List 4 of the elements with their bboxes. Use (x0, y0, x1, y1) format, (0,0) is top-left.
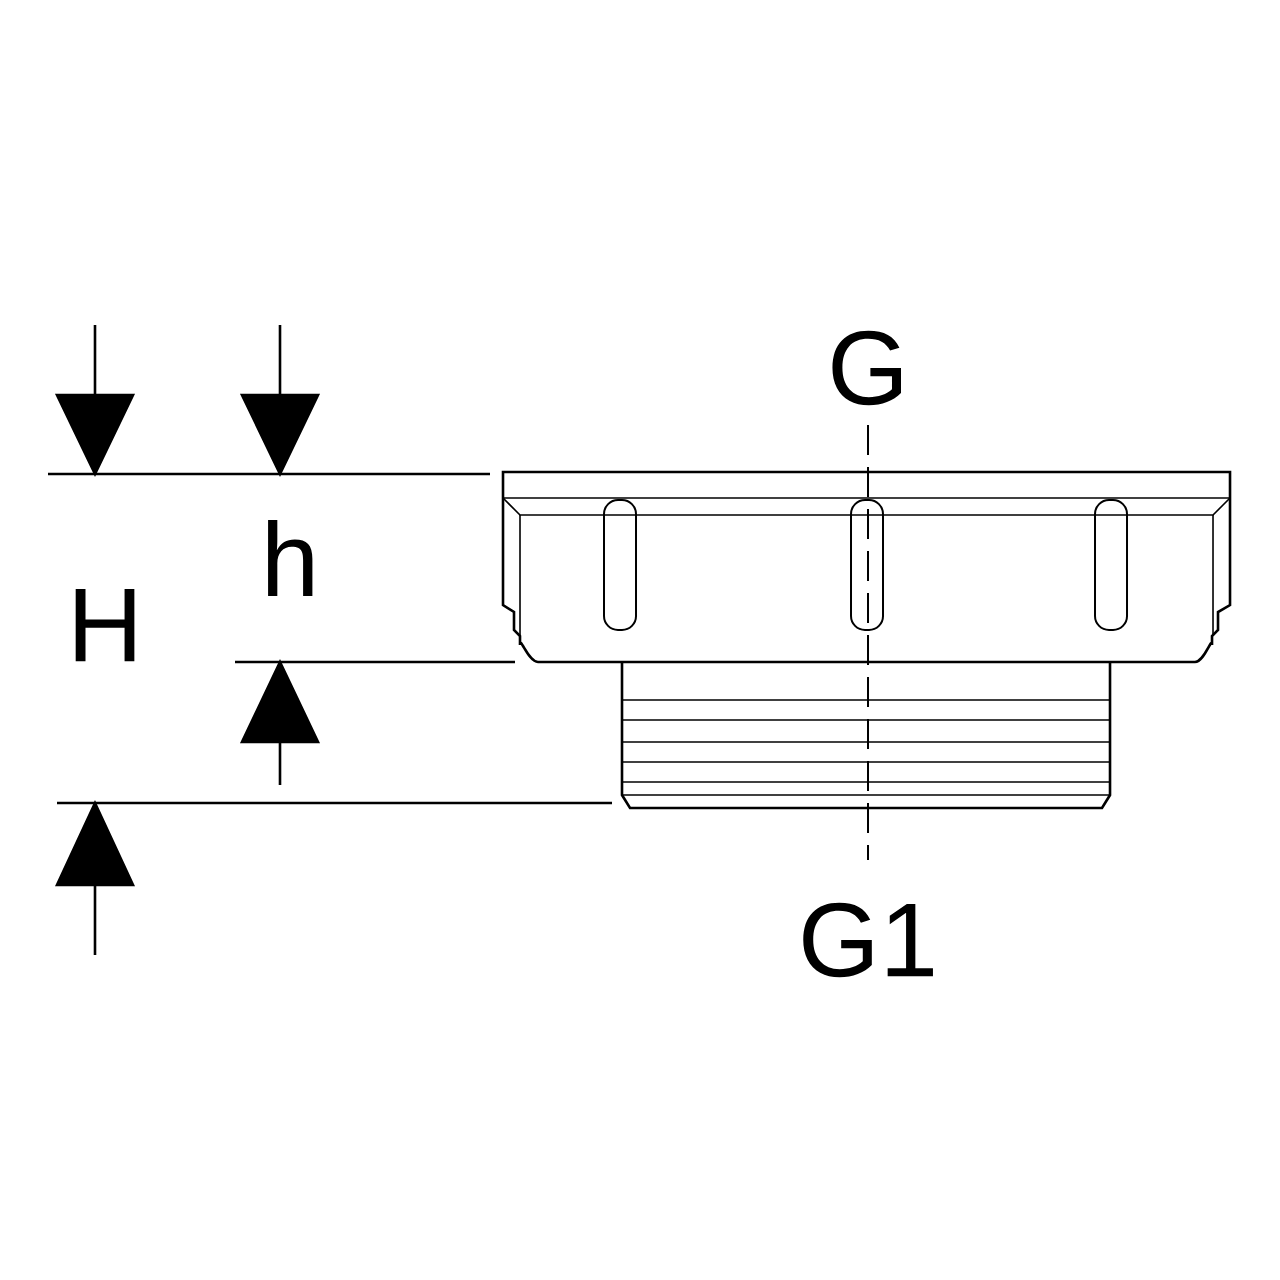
dimension-label: G1 (803, 902, 933, 978)
dimension-label: G (832, 330, 901, 406)
dimension-label: H (75, 588, 135, 662)
dimension-label: h (268, 519, 313, 597)
